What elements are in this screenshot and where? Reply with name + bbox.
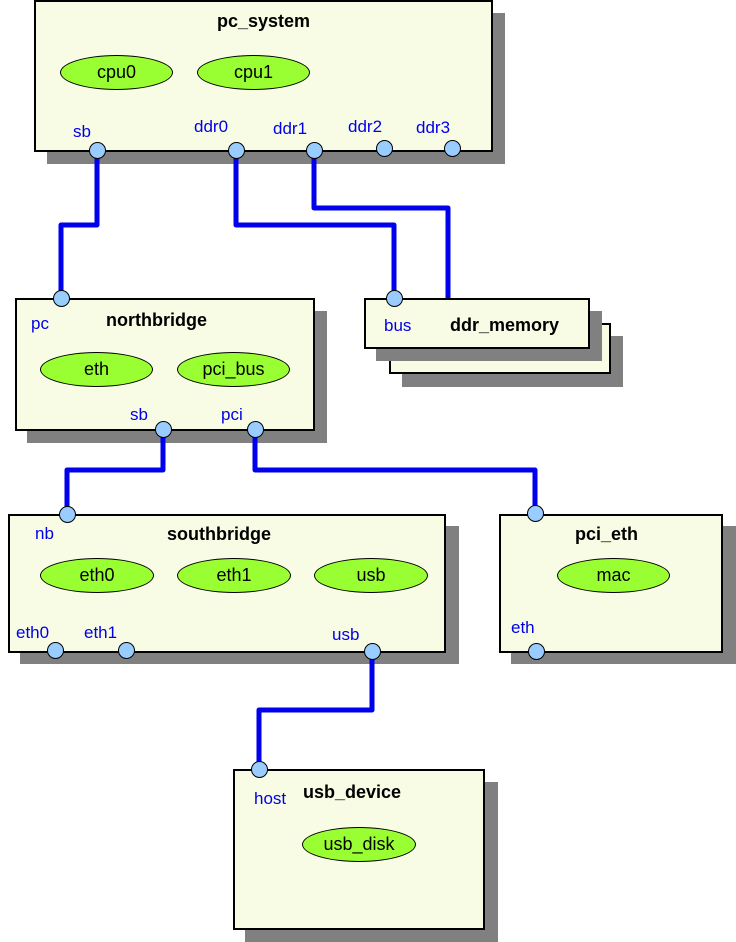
port-label-pc: pc (31, 314, 49, 333)
wire-pc-system-sb-to-northbridge-pc[interactable] (58, 152, 100, 298)
ddr-memory-box[interactable]: ddr_memory bus (364, 298, 590, 349)
port-label-ddr3: ddr3 (416, 118, 451, 137)
wire-pc-system-ddr1-to-ddr-memory[interactable] (311, 152, 451, 298)
component-usb-disk[interactable]: usb_disk (302, 827, 416, 862)
port-pci-eth-eth[interactable] (528, 643, 545, 660)
port-label-host: host (254, 789, 287, 808)
port-northbridge-sb[interactable] (155, 421, 172, 438)
component-eth[interactable]: eth (40, 352, 153, 387)
component-cpu0[interactable]: cpu0 (60, 55, 173, 90)
port-pc-system-sb[interactable] (89, 142, 106, 159)
port-pci-eth-pci[interactable] (527, 505, 544, 522)
port-label-eth: eth (511, 618, 535, 637)
ddr-memory-title: ddr_memory (450, 315, 560, 335)
component-eth1[interactable]: eth1 (177, 558, 291, 593)
port-pc-system-ddr0[interactable] (228, 142, 245, 159)
northbridge-title: northbridge (106, 310, 207, 330)
usb-device-title: usb_device (303, 782, 402, 802)
usb-device-box[interactable]: usb_device usb_disk host (233, 769, 485, 930)
port-label-eth0: eth0 (16, 623, 50, 642)
northbridge-box[interactable]: northbridge eth pci_bus pc sb pci (15, 298, 315, 431)
component-eth0[interactable]: eth0 (40, 558, 154, 593)
port-label-ddr0: ddr0 (194, 117, 229, 136)
port-usb-device-host[interactable] (251, 761, 268, 778)
wire-southbridge-usb-to-usb-device-host[interactable] (256, 652, 375, 769)
component-pci-bus[interactable]: pci_bus (177, 352, 290, 387)
port-pc-system-ddr1[interactable] (306, 142, 323, 159)
port-label-sb: sb (73, 122, 91, 141)
port-southbridge-eth1[interactable] (118, 642, 135, 659)
port-label-nb: nb (35, 524, 54, 543)
port-pc-system-ddr3[interactable] (444, 140, 461, 157)
port-label-ddr2: ddr2 (348, 117, 383, 136)
port-label-usb: usb (332, 625, 360, 644)
port-northbridge-pc[interactable] (53, 290, 70, 307)
port-label-eth1: eth1 (84, 623, 118, 642)
port-label-pci: pci (221, 405, 243, 424)
component-cpu1[interactable]: cpu1 (197, 55, 310, 90)
pc-system-title: pc_system (216, 11, 311, 31)
pci-eth-title: pci_eth (575, 524, 639, 544)
component-usb[interactable]: usb (314, 558, 428, 593)
southbridge-box[interactable]: southbridge eth0 eth1 usb nb eth0 eth1 u… (8, 514, 446, 653)
pci-eth-box[interactable]: pci_eth mac eth (499, 514, 723, 653)
wire-pc-system-ddr0-to-ddr-memory-bus[interactable] (233, 152, 397, 298)
port-label-bus: bus (384, 316, 412, 335)
port-southbridge-nb[interactable] (59, 506, 76, 523)
port-label-sb: sb (130, 405, 148, 424)
port-northbridge-pci[interactable] (247, 421, 264, 438)
port-label-ddr1: ddr1 (273, 119, 308, 138)
wire-northbridge-sb-to-southbridge-nb[interactable] (64, 431, 166, 514)
port-pc-system-ddr2[interactable] (376, 140, 393, 157)
southbridge-title: southbridge (167, 524, 271, 544)
pc-system-box[interactable]: pc_system cpu0 cpu1 sb ddr0 ddr1 ddr2 dd… (34, 0, 493, 152)
port-southbridge-eth0[interactable] (47, 642, 64, 659)
component-mac[interactable]: mac (557, 558, 670, 593)
port-southbridge-usb[interactable] (364, 643, 381, 660)
wire-northbridge-pci-to-pci-eth[interactable] (252, 431, 538, 514)
port-ddr-memory-bus[interactable] (386, 290, 403, 307)
